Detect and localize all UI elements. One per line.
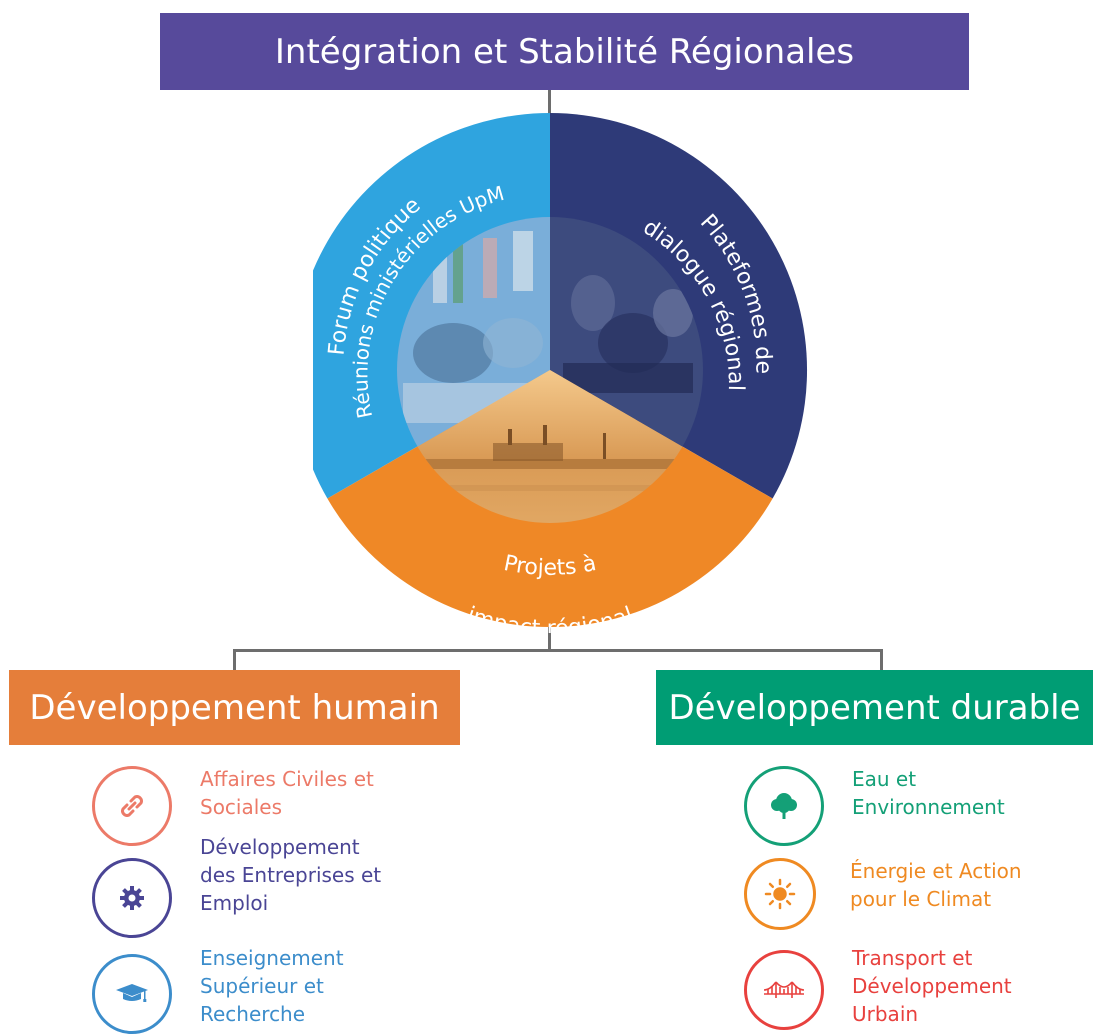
- sun-icon: [764, 878, 796, 910]
- sustainable-development-title: Développement durable: [668, 687, 1081, 728]
- icon-circle: [92, 954, 172, 1034]
- item-label: Développement des Entreprises et Emploi: [200, 835, 382, 915]
- connector-top: [548, 90, 551, 118]
- connector-horizontal: [233, 649, 883, 652]
- graduation-cap-icon: [116, 984, 148, 1002]
- item-label: Transport et Développement Urbain: [852, 946, 1012, 1026]
- icon-circle: [744, 950, 824, 1030]
- item-label: Énergie et Action pour le Climat: [850, 859, 1022, 911]
- tree-icon: [771, 793, 797, 819]
- connector-left-drop: [233, 649, 236, 670]
- header-title: Intégration et Stabilité Régionales: [274, 31, 855, 72]
- item-label: Eau et Environnement: [852, 767, 1005, 819]
- icon-circle: [92, 766, 172, 846]
- connector-bottom: [548, 625, 551, 650]
- gear-icon: [120, 886, 144, 910]
- item-label: Affaires Civiles et Sociales: [200, 767, 374, 819]
- connector-right-drop: [880, 649, 883, 670]
- header-title-box: Intégration et Stabilité Régionales: [160, 13, 969, 90]
- human-development-title-box: Développement humain: [9, 670, 460, 745]
- icon-circle: [92, 858, 172, 938]
- sustainable-development-title-box: Développement durable: [656, 670, 1093, 745]
- pillars-wheel: Forum politique Réunions ministérielles …: [313, 113, 808, 633]
- icon-circle: [744, 766, 824, 846]
- link-icon: [121, 795, 143, 817]
- icon-circle: [744, 858, 816, 930]
- segment-bottom-line1: Projets à: [502, 551, 599, 581]
- human-development-title: Développement humain: [29, 687, 440, 728]
- bridge-icon: [763, 981, 805, 998]
- item-label: Enseignement Supérieur et Recherche: [200, 946, 344, 1026]
